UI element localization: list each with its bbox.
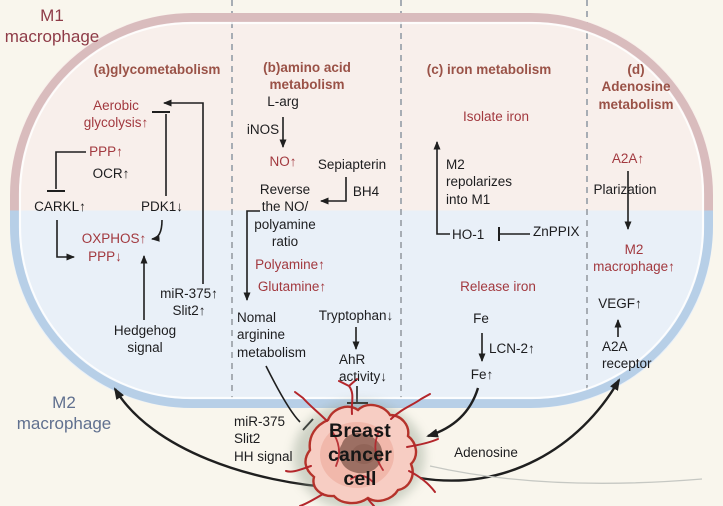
macrophage-capsule-fill [10,13,713,408]
section-d-header: (d) Adenosine metabolism [598,62,674,112]
label-ahr-activity: AhR activity↓ [339,352,388,385]
label-a2a-receptor: A2A receptor [602,339,652,372]
label-polyamine-up: Polyamine↑ [255,257,325,272]
label-ppp-down: PPP↓ [88,249,122,264]
label-glutamine-up: Glutamine↑ [257,279,327,294]
label-tryptophan-down: Tryptophan↓ [318,308,394,323]
arrow-mir375-to-aerobic [163,99,204,284]
cell-nucleolus [352,444,376,464]
breast-cancer-cell-label: Breast cancer cell [327,420,393,490]
m2-macrophage-label: M2 macrophage [16,393,112,434]
label-mir-slit-hh: miR-375 Slit2 HH signal [234,414,293,464]
label-no-up: NO↑ [269,154,297,169]
label-m2-macrophage-up: M2 macrophage↑ [593,242,675,275]
arrow-pdk1-to-oxphos [151,219,163,242]
label-carkl-up: CARKL↑ [34,199,86,214]
arrow-ratio-to-arginine [243,210,260,301]
label-mir375-slit2: miR-375↑ Slit2↑ [160,286,218,319]
label-fe: Fe [473,311,489,326]
label-vegf-up: VEGF↑ [598,296,642,311]
label-release-iron: Release iron [460,279,536,294]
label-normal-arginine: Nomal arginine metabolism [237,310,307,360]
arrow-feup-to-cell [426,387,480,438]
label-bh4: BH4 [352,184,380,199]
label-m2-repolarizes: M2 repolarizes into M1 [446,157,513,207]
label-l-arg: L-arg [267,94,299,109]
label-fe-up: Fe↑ [470,367,494,382]
cell-vessels [285,378,439,506]
m1-macrophage-label: M1 macrophage [4,6,100,47]
label-lcn2-up: LCN-2↑ [489,341,535,356]
label-reverse-ratio: Reverse the NO/ polyamine ratio [254,182,316,249]
label-sepiapterin: Sepiapterin [317,157,387,172]
divider-a-b [231,0,233,398]
arrow-carkl-to-pppdown [56,220,75,261]
label-ocr-up: OCR↑ [92,166,130,181]
label-znppix: ZnPPIX [533,224,580,239]
section-c-header: (c) iron metabolism [426,62,552,77]
label-ho1: HO-1 [452,227,485,242]
label-polarization: Plarization [593,182,657,197]
curve-arginine-inhibits-cell [265,365,301,423]
arrow-ppp-inhibits-carkl [55,151,86,189]
divider-b-c [400,0,402,398]
label-oxphos-up: OXPHOS↑ [81,231,147,246]
section-a-header: (a)glycometabolism [93,62,221,77]
label-aerobic-glycolysis: Aerobic glycolysis↑ [83,98,149,131]
label-hedgehog-signal: Hedgehog signal [113,323,177,356]
arrow-sepiapterin-bh4 [320,177,347,205]
breast-cancer-cell [285,378,439,506]
label-pdk1-down: PDK1↓ [140,199,184,214]
label-adenosine: Adenosine [454,445,518,460]
label-inos: iNOS [246,122,280,137]
label-a2a-up: A2A↑ [611,151,645,166]
divider-c-d [586,0,588,398]
section-b-header: (b)amino acid metabolism [263,60,351,93]
label-ppp-up: PPP↑ [89,144,123,159]
label-isolate-iron: Isolate iron [462,109,530,124]
swoosh-right [429,465,703,484]
arrow-adenosine-to-receptor [419,378,621,482]
arrow-ho1-to-isolate [433,141,450,235]
